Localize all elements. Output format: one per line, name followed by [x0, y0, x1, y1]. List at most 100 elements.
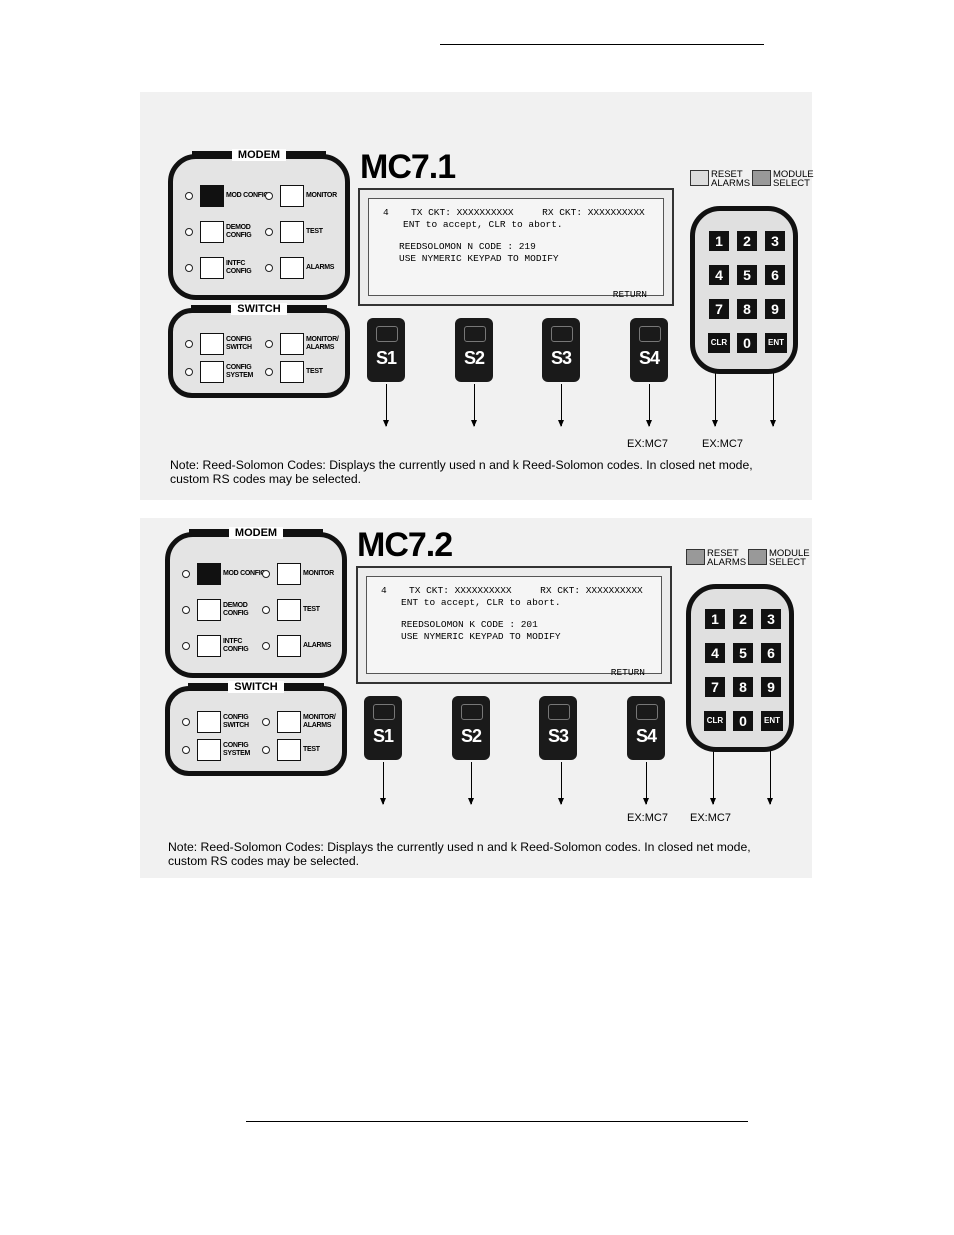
keypad-key[interactable]: 1 — [705, 609, 725, 629]
keypad-key[interactable]: 6 — [761, 643, 781, 663]
demod-config-key[interactable]: DEMOD CONFIG — [182, 599, 267, 621]
display-line-3: REEDSOLOMON N CODE : 219 — [399, 241, 536, 252]
key-label: TEST — [306, 228, 323, 235]
module-select-label: MODULE SELECT — [773, 169, 814, 189]
keypad-key[interactable]: 3 — [761, 609, 781, 629]
key-button[interactable] — [197, 635, 221, 657]
keypad-key[interactable]: 8 — [733, 677, 753, 697]
led — [182, 642, 190, 650]
alarms-key[interactable]: ALARMS — [265, 257, 350, 279]
keypad-key[interactable]: 6 — [765, 265, 785, 285]
softkey-s3[interactable]: S3 — [539, 696, 577, 760]
intfc-config-key[interactable]: INTFC CONFIG — [182, 635, 267, 657]
figure-title: MC7.1 — [360, 148, 456, 186]
module-select-legend[interactable]: MODULE SELECT — [752, 169, 814, 189]
keypad-key[interactable]: 9 — [761, 677, 781, 697]
keypad-key[interactable]: 0 — [733, 711, 753, 731]
lcd-display: 4 TX CKT: XXXXXXXXXX RX CKT: XXXXXXXXXX … — [358, 188, 674, 306]
keypad-key-ent[interactable]: ENT — [765, 333, 787, 353]
softkey-slot — [464, 326, 486, 342]
keypad-key-clr[interactable]: CLR — [704, 711, 726, 731]
softkey-slot — [373, 704, 395, 720]
switch-title: SWITCH — [231, 302, 287, 315]
key-label: ALARMS — [303, 642, 332, 649]
keypad-key-clr[interactable]: CLR — [708, 333, 730, 353]
keypad-key[interactable]: 0 — [737, 333, 757, 353]
reset-alarms-legend[interactable]: RESET ALARMS — [686, 549, 753, 567]
key-button[interactable] — [200, 333, 224, 355]
keypad-key[interactable]: 7 — [709, 299, 729, 319]
keypad-key[interactable]: 5 — [737, 265, 757, 285]
keypad-key[interactable]: 2 — [733, 609, 753, 629]
module-select-legend[interactable]: MODULE SELECT — [748, 549, 810, 567]
softkey-s2[interactable]: S2 — [455, 318, 493, 382]
key-button[interactable] — [200, 185, 224, 207]
key-button[interactable] — [280, 221, 304, 243]
arrow — [380, 762, 386, 805]
arrow — [383, 384, 389, 427]
key-button[interactable] — [277, 739, 301, 761]
softkey-s1[interactable]: S1 — [367, 318, 405, 382]
key-button[interactable] — [197, 739, 221, 761]
key-button[interactable] — [197, 563, 221, 585]
key-label: MOD CONFIG — [223, 570, 266, 577]
keypad-key[interactable]: 4 — [709, 265, 729, 285]
display-line-2: ENT to accept, CLR to abort. — [403, 219, 563, 230]
led — [185, 368, 193, 376]
mod-config-key[interactable]: MOD CONFIG — [182, 563, 267, 585]
footer-rule — [246, 1121, 748, 1122]
test-key[interactable]: TEST — [262, 599, 347, 621]
key-button[interactable] — [280, 185, 304, 207]
key-button[interactable] — [277, 711, 301, 733]
config-system-key[interactable]: CONFIG SYSTEM — [185, 361, 270, 383]
switch-test-key[interactable]: TEST — [265, 361, 350, 383]
key-button[interactable] — [280, 361, 304, 383]
key-button[interactable] — [200, 257, 224, 279]
keypad-key[interactable]: 2 — [737, 231, 757, 251]
keypad-key[interactable]: 8 — [737, 299, 757, 319]
intfc-config-key[interactable]: INTFC CONFIG — [185, 257, 270, 279]
keypad-key[interactable]: 4 — [705, 643, 725, 663]
alarms-key[interactable]: ALARMS — [262, 635, 347, 657]
keypad-key[interactable]: 3 — [765, 231, 785, 251]
config-switch-key[interactable]: CONFIG SWITCH — [185, 333, 270, 355]
key-button[interactable] — [277, 599, 301, 621]
modem-panel: MODEM MOD CONFIG MONITOR DEMOD CONFIG TE… — [168, 148, 350, 300]
softkey-label: S3 — [550, 348, 572, 368]
monitor-key[interactable]: MONITOR — [262, 563, 347, 585]
led — [262, 718, 270, 726]
softkey-s4[interactable]: S4 — [627, 696, 665, 760]
monitor-key[interactable]: MONITOR — [265, 185, 350, 207]
monitor-alarms-key[interactable]: MONITOR/ ALARMS — [262, 711, 347, 733]
mod-config-key[interactable]: MOD CONFIG — [185, 185, 270, 207]
key-button[interactable] — [280, 257, 304, 279]
softkey-s3[interactable]: S3 — [542, 318, 580, 382]
led — [265, 264, 273, 272]
test-key[interactable]: TEST — [265, 221, 350, 243]
key-button[interactable] — [200, 361, 224, 383]
switch-test-key[interactable]: TEST — [262, 739, 347, 761]
demod-config-key[interactable]: DEMOD CONFIG — [185, 221, 270, 243]
key-button[interactable] — [280, 333, 304, 355]
monitor-alarms-key[interactable]: MONITOR/ ALARMS — [265, 333, 350, 355]
reset-alarms-legend[interactable]: RESET ALARMS — [690, 170, 757, 188]
keypad-key[interactable]: 5 — [733, 643, 753, 663]
key-button[interactable] — [197, 599, 221, 621]
config-system-key[interactable]: CONFIG SYSTEM — [182, 739, 267, 761]
display-line-number: 4 — [381, 585, 387, 596]
keypad-key[interactable]: 9 — [765, 299, 785, 319]
key-label: TEST — [303, 746, 320, 753]
keypad-key-ent[interactable]: ENT — [761, 711, 783, 731]
key-button[interactable] — [200, 221, 224, 243]
key-button[interactable] — [277, 563, 301, 585]
softkey-s4[interactable]: S4 — [630, 318, 668, 382]
keypad-key[interactable]: 7 — [705, 677, 725, 697]
keypad-key[interactable]: 1 — [709, 231, 729, 251]
softkey-s2[interactable]: S2 — [452, 696, 490, 760]
config-switch-key[interactable]: CONFIG SWITCH — [182, 711, 267, 733]
reset-alarms-label: RESET ALARMS — [711, 169, 751, 189]
arrow — [767, 730, 773, 805]
key-button[interactable] — [277, 635, 301, 657]
softkey-s1[interactable]: S1 — [364, 696, 402, 760]
key-button[interactable] — [197, 711, 221, 733]
